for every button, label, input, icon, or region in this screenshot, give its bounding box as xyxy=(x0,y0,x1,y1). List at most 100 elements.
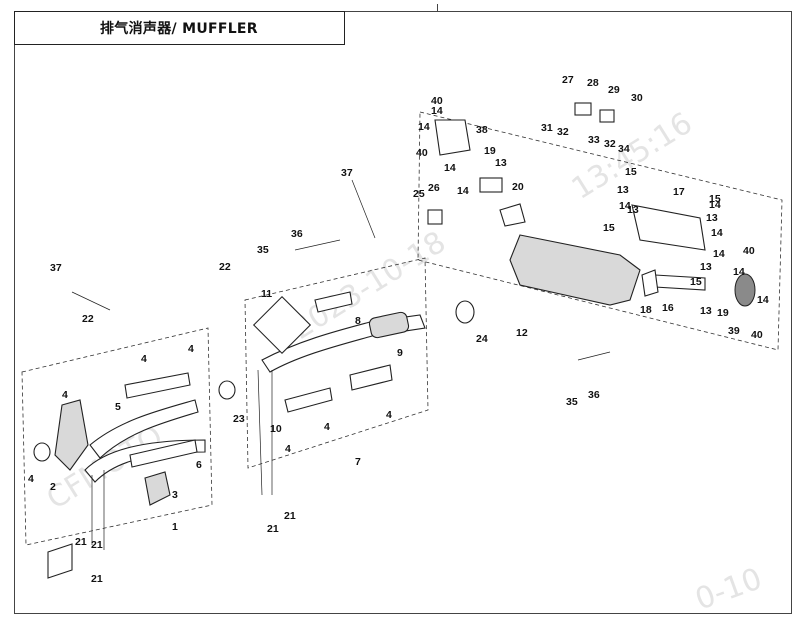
catalytic-converter xyxy=(368,311,410,339)
heat-shield-10 xyxy=(284,387,333,413)
callout-4c: 4 xyxy=(141,353,147,365)
callout-4b: 4 xyxy=(28,473,34,485)
heat-shield-2 xyxy=(54,399,89,471)
gasket-4 xyxy=(33,442,51,462)
heat-shield-5 xyxy=(124,372,191,399)
callout-13e: 13 xyxy=(700,261,712,273)
callout-34: 34 xyxy=(618,143,630,155)
header-pipe-assembly xyxy=(33,372,206,579)
muffler-assembly xyxy=(427,102,756,324)
callout-4f: 4 xyxy=(324,421,330,433)
callout-9: 9 xyxy=(397,347,403,359)
callout-17: 17 xyxy=(673,186,685,198)
callout-14c: 14 xyxy=(444,162,456,174)
heat-shield-9 xyxy=(349,364,393,391)
callout-27: 27 xyxy=(562,74,574,86)
callout-21c: 21 xyxy=(91,539,103,551)
callout-4e: 4 xyxy=(285,443,291,455)
spring-35-top xyxy=(294,239,341,251)
heat-shield-8 xyxy=(314,291,353,313)
callout-37b: 37 xyxy=(341,167,353,179)
callout-4g: 4 xyxy=(386,409,392,421)
callout-19b: 19 xyxy=(717,307,729,319)
callout-13c: 13 xyxy=(627,204,639,216)
callout-16: 16 xyxy=(662,302,674,314)
callout-13f: 13 xyxy=(700,305,712,317)
callout-21b: 21 xyxy=(91,573,103,585)
gasket-23 xyxy=(218,380,236,400)
callout-13b: 13 xyxy=(617,184,629,196)
callout-14d: 14 xyxy=(457,185,469,197)
callout-32b: 32 xyxy=(604,138,616,150)
callout-40b: 40 xyxy=(416,147,428,159)
callout-15d: 15 xyxy=(690,276,702,288)
group-1-outline xyxy=(21,327,213,546)
callout-20: 20 xyxy=(512,181,524,193)
callout-22b: 22 xyxy=(82,313,94,325)
callout-1: 1 xyxy=(172,521,178,533)
callout-13d: 13 xyxy=(706,212,718,224)
callout-40d: 40 xyxy=(751,329,763,341)
callout-35b: 35 xyxy=(566,396,578,408)
sensor-wire-right xyxy=(351,179,376,239)
callout-14a: 14 xyxy=(431,105,443,117)
muffler-body xyxy=(509,234,641,306)
bracket-28 xyxy=(574,102,592,116)
callout-21d: 21 xyxy=(267,523,279,535)
callout-8: 8 xyxy=(355,315,361,327)
callout-25: 25 xyxy=(413,188,425,200)
callout-11: 11 xyxy=(261,288,272,300)
callout-10: 10 xyxy=(270,423,282,435)
callout-14j: 14 xyxy=(757,294,769,306)
gasket-24 xyxy=(455,300,475,324)
callout-21a: 21 xyxy=(75,536,87,548)
heat-shield-17 xyxy=(631,204,706,251)
callout-31: 31 xyxy=(541,122,553,134)
callout-37a: 37 xyxy=(50,262,62,274)
drawing-border xyxy=(14,11,792,614)
callout-15a: 15 xyxy=(625,166,637,178)
callout-14e: 14 xyxy=(619,200,631,212)
callout-5: 5 xyxy=(115,401,121,413)
damper-20 xyxy=(479,177,503,193)
callout-26: 26 xyxy=(428,182,440,194)
screen-11 xyxy=(252,295,312,355)
callout-40a: 40 xyxy=(431,95,443,107)
callout-15b: 15 xyxy=(709,193,721,205)
heat-shield-3 xyxy=(144,471,171,506)
callout-35a: 35 xyxy=(257,244,269,256)
bolt-21-c xyxy=(257,369,263,496)
callout-36b: 36 xyxy=(588,389,600,401)
callout-14g: 14 xyxy=(711,227,723,239)
callout-21e: 21 xyxy=(284,510,296,522)
callout-33: 33 xyxy=(588,134,600,146)
gasket-18 xyxy=(641,269,659,297)
title-box xyxy=(14,11,345,45)
callout-4a: 4 xyxy=(62,389,68,401)
diagram-title: 排气消声器/ MUFFLER xyxy=(100,21,258,37)
sensor-boss-25 xyxy=(427,209,443,225)
callout-13a: 13 xyxy=(495,157,507,169)
spring-35-bottom xyxy=(577,351,611,361)
callout-23: 23 xyxy=(233,413,245,425)
callout-7: 7 xyxy=(355,456,361,468)
heat-shield-6 xyxy=(129,439,198,468)
callout-12: 12 xyxy=(516,327,528,339)
end-cap-39 xyxy=(734,273,756,307)
callout-40c: 40 xyxy=(743,245,755,257)
header-pipe-upper xyxy=(89,399,199,459)
callout-32a: 32 xyxy=(557,126,569,138)
sensor-wire-left xyxy=(71,291,111,311)
bushing-29 xyxy=(599,109,615,123)
callout-15c: 15 xyxy=(603,222,615,234)
callout-39: 39 xyxy=(728,325,740,337)
flange-18a xyxy=(499,203,526,227)
callout-28: 28 xyxy=(587,77,599,89)
group-12-outline xyxy=(417,111,783,351)
group-7-outline xyxy=(244,257,429,469)
callout-6: 6 xyxy=(196,459,202,471)
callout-18: 18 xyxy=(640,304,652,316)
callout-19a: 19 xyxy=(484,145,496,157)
